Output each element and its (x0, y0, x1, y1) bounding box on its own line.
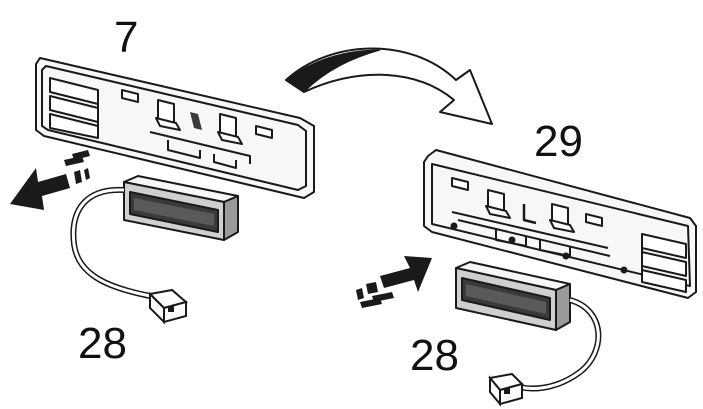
left-arrow-icon (10, 150, 90, 210)
curved-arrow-icon (285, 47, 493, 125)
right-module-cable (510, 297, 602, 392)
right-cable-connector (488, 372, 524, 407)
label-left-panel: 7 (114, 13, 138, 62)
label-left-module: 28 (78, 319, 127, 368)
label-right-panel: 29 (534, 117, 583, 166)
right-arrow-icon (356, 256, 432, 308)
left-light-module (123, 175, 239, 241)
left-module-cable (70, 186, 151, 299)
left-frame-panel (35, 57, 315, 199)
left-cable-connector (147, 288, 189, 325)
right-frame-panel (423, 149, 697, 299)
label-right-module: 28 (410, 331, 459, 380)
right-light-module (455, 261, 571, 331)
